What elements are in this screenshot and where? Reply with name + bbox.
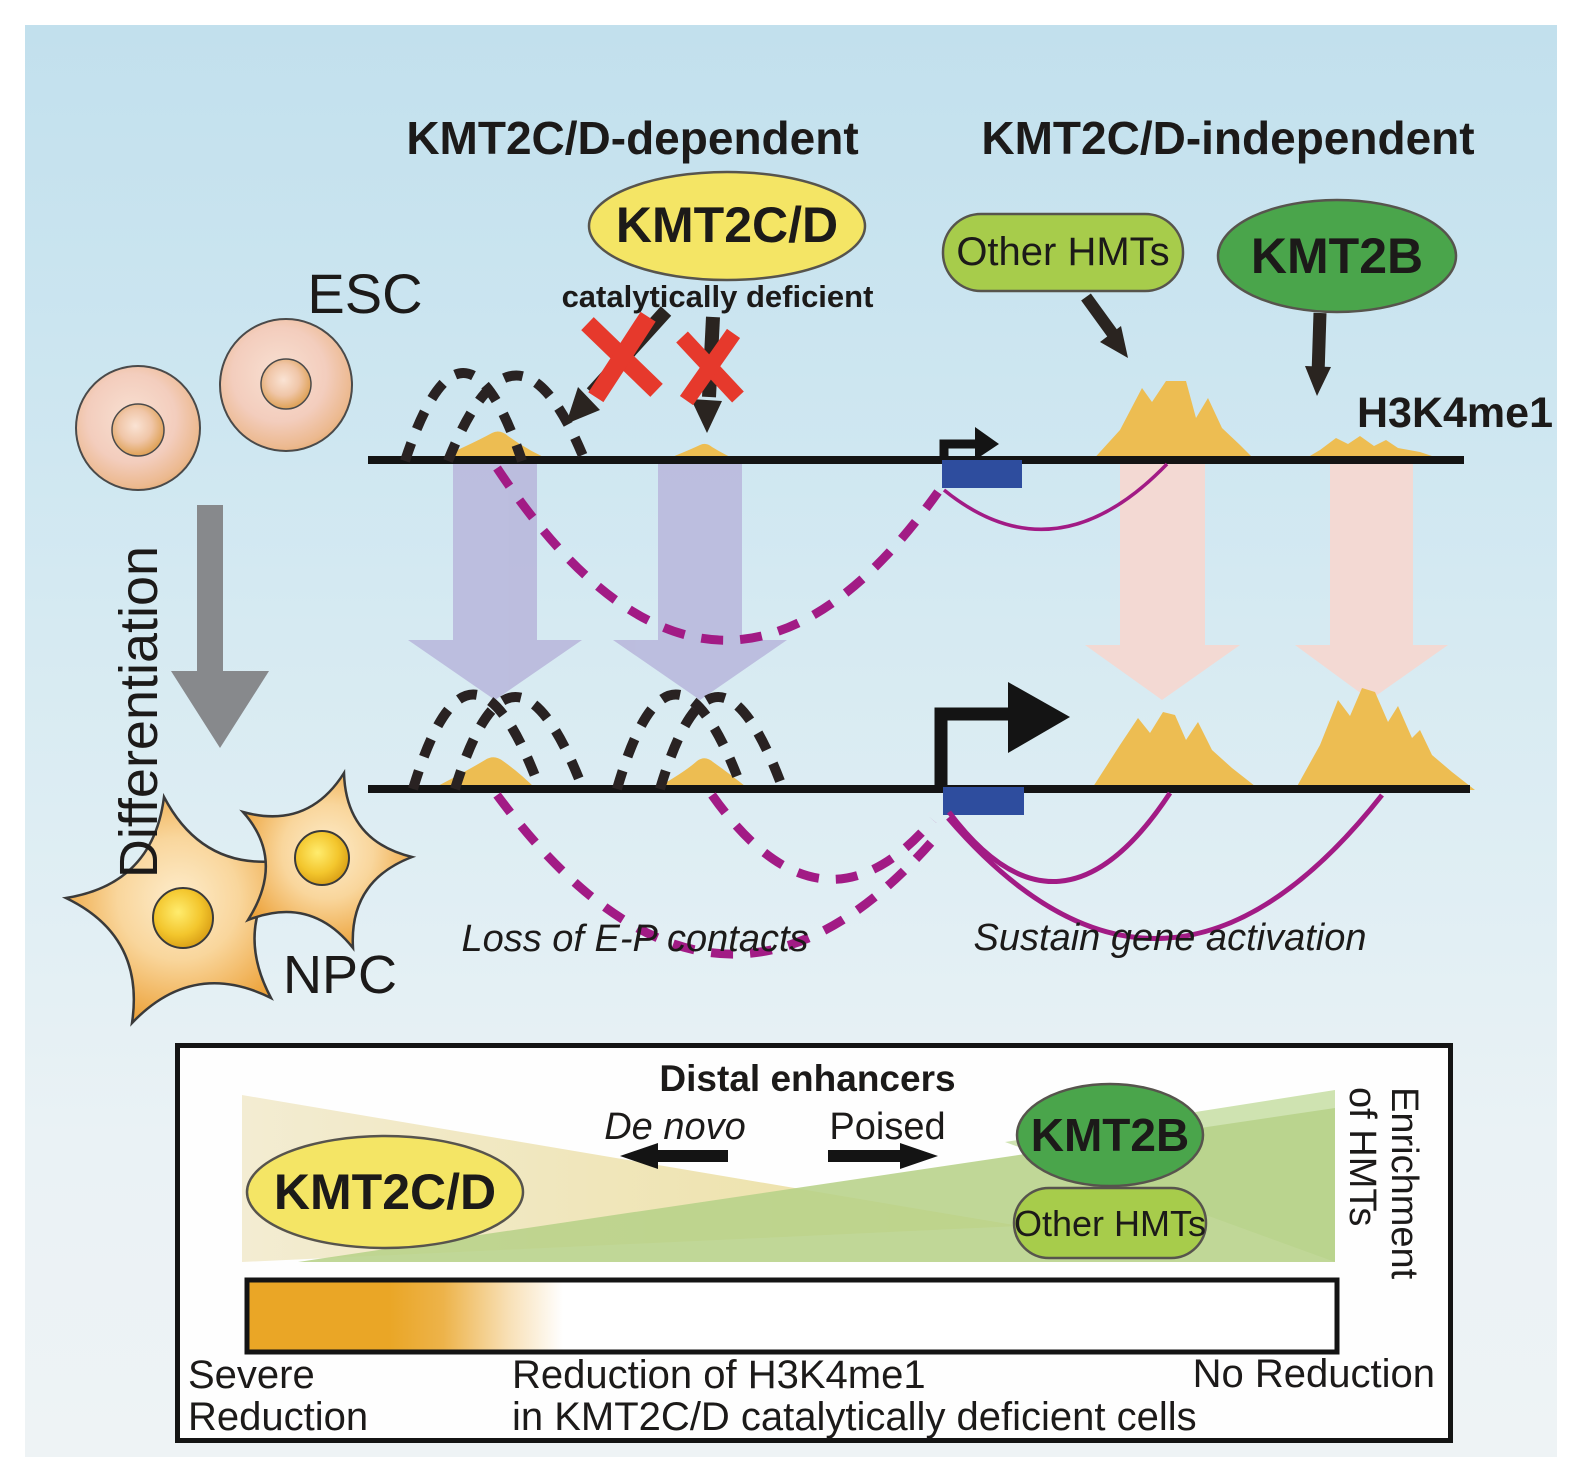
caption-line2: in KMT2C/D catalytically deficient cells (512, 1395, 1197, 1439)
esc-cells (75, 318, 353, 491)
other-hmts-label: Other HMTs (956, 230, 1170, 274)
kmt2cd-label: KMT2C/D (615, 197, 839, 253)
h3k4me1-label: H3K4me1 (1357, 389, 1553, 437)
h3k4me1-loss-arrows (408, 462, 787, 700)
promoter-box (942, 460, 1022, 488)
enzyme-ellipses (245, 170, 1458, 1260)
other-hmts-arrow (1081, 293, 1128, 358)
other-hmts-ellipse-legend (1012, 1186, 1208, 1260)
genomic-tracks (368, 456, 1470, 793)
esc-nucleus (260, 358, 312, 410)
reduction-caption: Reduction of H3K4me1 in KMT2C/D catalyti… (512, 1354, 1197, 1438)
sustain-gene-activation-label: Sustain gene activation (973, 917, 1367, 959)
distal-enhancers-title: Distal enhancers (659, 1058, 956, 1099)
esc-nucleus (111, 403, 165, 457)
enrichment-line2: of HMTs (1341, 1087, 1383, 1227)
kept-contact-arc (942, 462, 1169, 531)
other-hmts-legend-label: Other HMTs (1014, 1203, 1207, 1244)
kmt2cd-legend-label: KMT2C/D (273, 1164, 497, 1220)
lost-contact-arc (493, 465, 942, 645)
de-novo-arrow (620, 1143, 728, 1169)
differentiation-label: Differentiation (109, 545, 169, 879)
loss-of-ep-contacts-label: Loss of E-P contacts (461, 918, 809, 960)
differentiation-arrow (171, 505, 269, 748)
kmt2b-arrow (1305, 312, 1331, 396)
heading-kmt2cd-dependent: KMT2C/D-dependent (406, 112, 859, 164)
heading-kmt2cd-independent: KMT2C/D-independent (981, 112, 1475, 164)
de-novo-label: De novo (604, 1106, 746, 1148)
kmt2cd-ellipse-legend (245, 1134, 525, 1250)
severe-line1: Severe (188, 1353, 315, 1397)
lost-contact-arc (708, 792, 937, 884)
no-reduction-label: No Reduction (1192, 1352, 1435, 1396)
npc-label: NPC (282, 945, 397, 1005)
esc-label: ESC (307, 262, 423, 325)
enrichment-of-hmts-label: Enrichment of HMTs (1341, 1087, 1425, 1299)
red-cross-icon (676, 328, 744, 406)
kmt2b-legend-label: KMT2B (1030, 1109, 1190, 1161)
kmt2b-label: KMT2B (1250, 228, 1424, 284)
blocked-arrowhead (691, 399, 722, 433)
tss-arrow-large (1008, 682, 1070, 753)
esc-track-line (368, 456, 1464, 464)
red-cross-icon (581, 311, 663, 403)
active-contact-arc (946, 793, 1384, 941)
poised-arrow (828, 1143, 938, 1169)
npc-nucleus (294, 830, 350, 886)
ep-contact-arcs (493, 462, 1384, 959)
kmt2cd-ellipse (587, 170, 867, 282)
promoter-box (943, 787, 1024, 815)
reduction-gradient-bar (244, 1277, 1340, 1355)
kmt2b-ellipse (1216, 198, 1458, 314)
catalytically-deficient-label: catalytically deficient (561, 279, 874, 314)
npc-track-line (368, 785, 1470, 793)
npc-promoter (934, 682, 1070, 815)
kmt2cd-blocked-arrows (566, 306, 744, 433)
caption-line1: Reduction of H3K4me1 (512, 1353, 926, 1397)
poised-label: Poised (829, 1106, 946, 1148)
enrichment-line1: Enrichment (1383, 1087, 1425, 1280)
h3k4me1-maintained-arrows (1085, 462, 1448, 700)
lost-contact-arc (493, 792, 939, 959)
tss-arrow-small (975, 427, 999, 460)
legend-box-border (175, 1043, 1453, 1443)
esc-promoter (939, 427, 1022, 488)
active-contact-arc (947, 791, 1173, 885)
npc-cells (61, 768, 417, 1027)
npc-nucleus (152, 887, 214, 949)
severe-reduction-label: Severe Reduction (188, 1354, 368, 1438)
other-hmts-ellipse (941, 212, 1185, 293)
severe-line2: Reduction (188, 1395, 369, 1439)
kmt2b-ellipse-legend (1015, 1082, 1205, 1188)
blocked-arrowhead (566, 387, 600, 424)
